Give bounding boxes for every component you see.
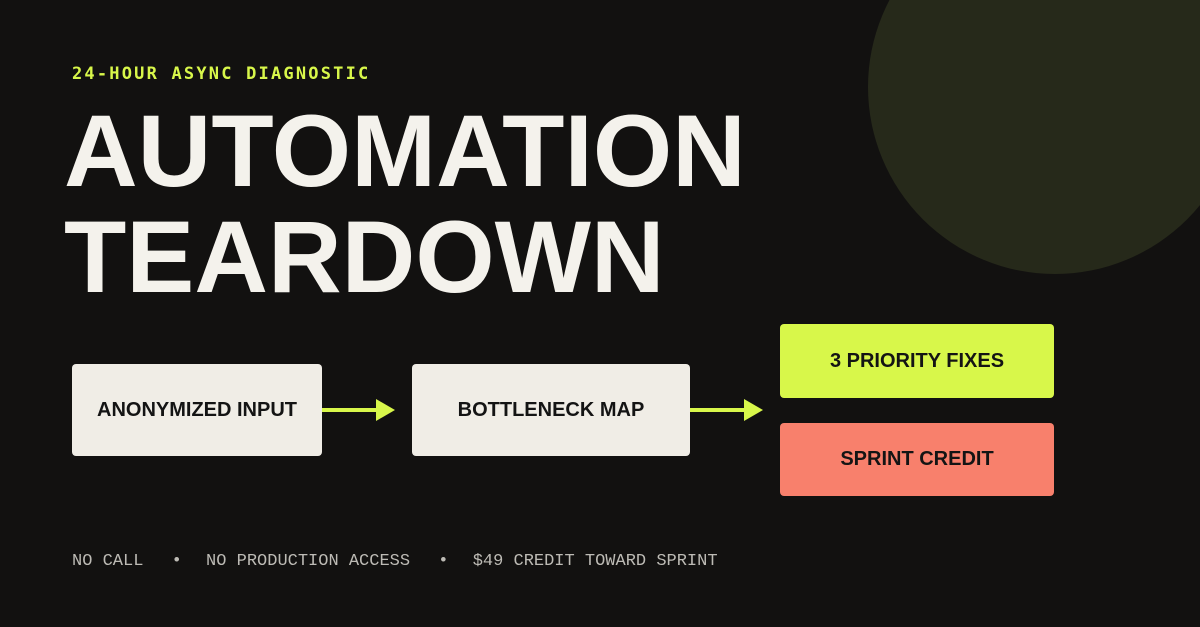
- footer-item-no-production-access: NO PRODUCTION ACCESS: [206, 552, 411, 571]
- footer-item-credit: $49 CREDIT TOWARD SPRINT: [472, 552, 718, 571]
- title-line-1: AUTOMATION: [64, 94, 746, 208]
- decorative-circle: [868, 0, 1200, 274]
- flow-step-bottleneck-map: BOTTLENECK MAP: [412, 364, 690, 456]
- arrow-right-icon: [690, 399, 763, 421]
- footer-item-no-call: NO CALL: [72, 552, 144, 571]
- flow-step-anonymized-input: ANONYMIZED INPUT: [72, 364, 322, 456]
- arrow-right-icon: [322, 399, 395, 421]
- title-line-2: TEARDOWN: [64, 200, 665, 314]
- eyebrow-label: 24-HOUR ASYNC DIAGNOSTIC: [72, 64, 371, 84]
- flow-output-priority-fixes: 3 PRIORITY FIXES: [780, 324, 1054, 398]
- footer-separator: •: [171, 552, 182, 571]
- footer-separator: •: [438, 552, 449, 571]
- page-title: AUTOMATION TEARDOWN: [64, 98, 746, 310]
- footer-features: NO CALL • NO PRODUCTION ACCESS • $49 CRE…: [72, 552, 718, 571]
- flow-output-sprint-credit: SPRINT CREDIT: [780, 423, 1054, 496]
